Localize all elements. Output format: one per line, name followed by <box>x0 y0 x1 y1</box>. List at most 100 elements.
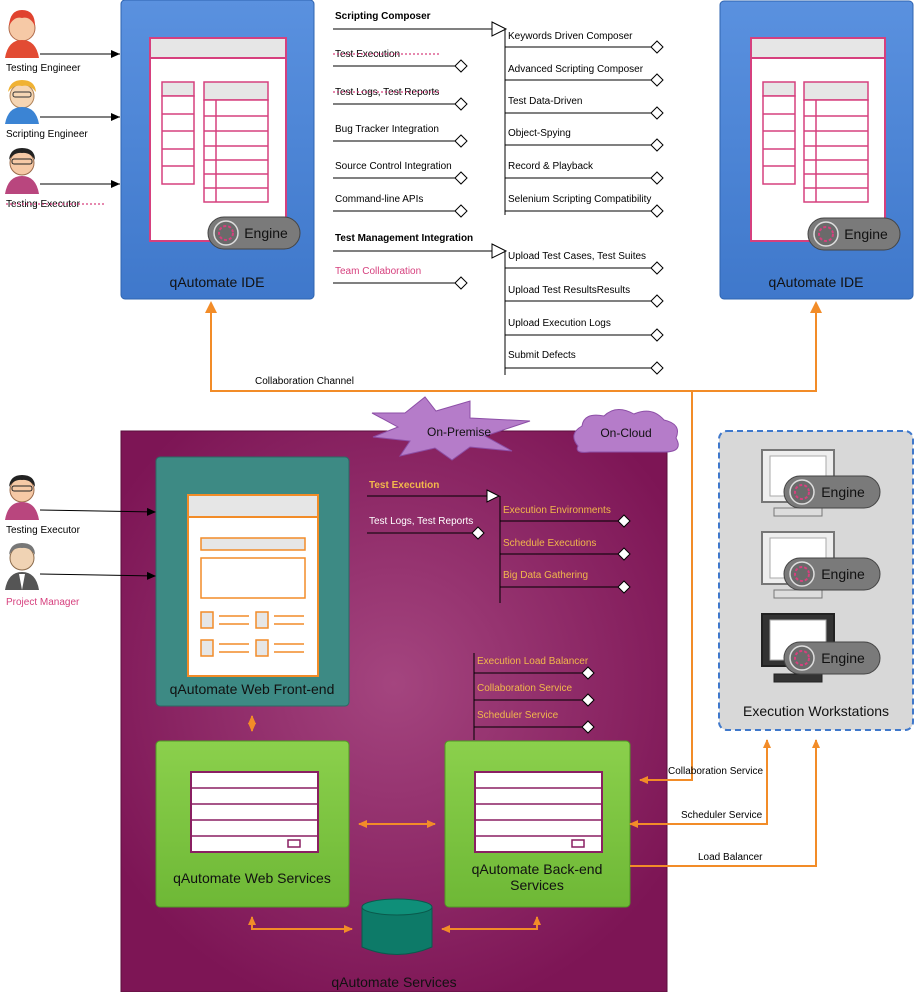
diamond-connector <box>650 261 664 275</box>
frontend-logs: Test Logs, Test Reports <box>369 516 473 527</box>
link-collaboration-label: Collaboration Service <box>668 766 763 777</box>
frontend-exec-title: Test Execution <box>369 480 439 491</box>
link-balancer-label: Load Balancer <box>698 852 763 863</box>
composer-left-3: Source Control Integration <box>335 161 452 172</box>
workstation-3: Engine <box>761 613 881 683</box>
collaboration-channel: Collaboration Channel <box>205 301 822 392</box>
diamond-connector <box>650 138 664 152</box>
backend-item-2: Scheduler Service <box>477 710 559 721</box>
diamond-connector <box>617 514 631 528</box>
composer-left-2: Bug Tracker Integration <box>335 124 439 135</box>
internal-connectors <box>248 715 541 933</box>
engine-badge-ide-left: Engine <box>207 216 301 250</box>
composer-left-4: Command-line APIs <box>335 194 423 205</box>
diamond-connector <box>650 328 664 342</box>
diamond-connector <box>650 171 664 185</box>
diamond-connector <box>617 547 631 561</box>
composer-right-1: Advanced Scripting Composer <box>508 64 644 75</box>
role-testing-engineer: Testing Engineer <box>6 63 81 74</box>
backend-services-panel: qAutomate Back-end Services <box>444 740 631 908</box>
gear-icon <box>789 561 815 587</box>
composer-right-3: Object-Spying <box>508 128 571 139</box>
gear-icon <box>789 645 815 671</box>
scripting-engineer-avatar <box>5 80 39 124</box>
on-cloud-badge: On-Cloud <box>573 409 679 453</box>
diamond-connector <box>650 73 664 87</box>
engine-label: Engine <box>821 650 865 666</box>
ide-right-panel: qAutomate IDE <box>719 0 914 300</box>
gear-icon <box>813 221 839 247</box>
diamond-connector <box>471 526 485 540</box>
testing-executor-avatar <box>5 148 39 194</box>
testing-engineer-avatar <box>5 10 39 58</box>
workstations-label: Execution Workstations <box>743 703 889 719</box>
engine-label: Engine <box>821 566 865 582</box>
backend-label-line2: Services <box>510 877 564 893</box>
composer-title: Scripting Composer <box>335 11 431 22</box>
diamond-connector <box>650 361 664 375</box>
diamond-connector <box>581 720 595 734</box>
test-mgmt-right-3: Submit Defects <box>508 350 576 361</box>
test-management-tree: Test Management Integration Team Collabo… <box>333 233 664 375</box>
diamond-connector <box>454 276 468 290</box>
external-links <box>629 391 820 867</box>
composer-left-0: Test Execution <box>335 49 400 60</box>
gear-icon <box>789 479 815 505</box>
diamond-connector <box>617 580 631 594</box>
engine-label: Engine <box>244 225 288 241</box>
backend-item-1: Collaboration Service <box>477 683 572 694</box>
on-premise-badge: On-Premise <box>371 396 531 461</box>
services-label: qAutomate Services <box>331 974 456 990</box>
collaboration-channel-label: Collaboration Channel <box>255 376 354 387</box>
composer-right-5: Selenium Scripting Compatibility <box>508 194 651 205</box>
backend-label-line1: qAutomate Back-end <box>472 861 603 877</box>
diamond-connector <box>454 97 468 111</box>
ide-left-label: qAutomate IDE <box>170 274 265 290</box>
frontend-right-1: Schedule Executions <box>503 538 596 549</box>
ide-right-label: qAutomate IDE <box>769 274 864 290</box>
diamond-connector <box>650 204 664 218</box>
workstation-1: Engine <box>761 449 881 517</box>
composer-right-0: Keywords Driven Composer <box>508 31 633 42</box>
engine-label: Engine <box>844 226 888 242</box>
test-mgmt-right-2: Upload Execution Logs <box>508 318 611 329</box>
diamond-connector <box>454 134 468 148</box>
diamond-connector <box>650 294 664 308</box>
engine-label: Engine <box>821 484 865 500</box>
composer-right-4: Record & Playback <box>508 161 594 172</box>
project-manager-avatar <box>5 543 39 590</box>
scripting-composer-tree: Scripting Composer Test Execution Test L… <box>333 11 664 218</box>
role-scripting-engineer: Scripting Engineer <box>6 129 88 140</box>
workstation-2: Engine <box>761 531 881 599</box>
gear-icon <box>213 220 239 246</box>
test-mgmt-right-1: Upload Test ResultsResults <box>508 285 630 296</box>
diamond-connector <box>454 171 468 185</box>
diamond-connector <box>650 106 664 120</box>
diamond-connector <box>650 40 664 54</box>
executor-bottom-arrow <box>39 507 157 516</box>
on-cloud-label: On-Cloud <box>600 426 651 440</box>
diamond-connector <box>581 666 595 680</box>
diamond-connector <box>454 59 468 73</box>
backend-item-0: Execution Load Balancer <box>477 656 589 667</box>
manager-arrow <box>39 571 157 580</box>
test-mgmt-left-0: Team Collaboration <box>335 266 421 277</box>
diamond-connector <box>454 204 468 218</box>
web-services-label: qAutomate Web Services <box>173 870 331 886</box>
composer-left-1: Test Logs, Test Reports <box>335 87 439 98</box>
frontend-execution-tree: Test Execution Test Logs, Test Reports E… <box>367 480 631 603</box>
web-services-panel: qAutomate Web Services <box>155 740 350 908</box>
web-frontend-label: qAutomate Web Front-end <box>170 681 335 697</box>
role-project-manager: Project Manager <box>6 597 80 608</box>
composer-right-2: Test Data-Driven <box>508 96 582 107</box>
database-icon <box>361 898 433 955</box>
backend-service-tree: Execution Load Balancer Collaboration Se… <box>473 653 595 740</box>
link-scheduler-label: Scheduler Service <box>681 810 763 821</box>
on-premise-label: On-Premise <box>427 425 491 439</box>
testing-executor-avatar-bottom <box>5 475 39 520</box>
test-mgmt-right-0: Upload Test Cases, Test Suites <box>508 251 646 262</box>
engine-badge-ide-right: Engine <box>807 217 901 251</box>
test-mgmt-title: Test Management Integration <box>335 233 473 244</box>
ide-left-panel: qAutomate IDE <box>120 0 315 300</box>
role-testing-executor-bottom: Testing Executor <box>6 525 81 536</box>
